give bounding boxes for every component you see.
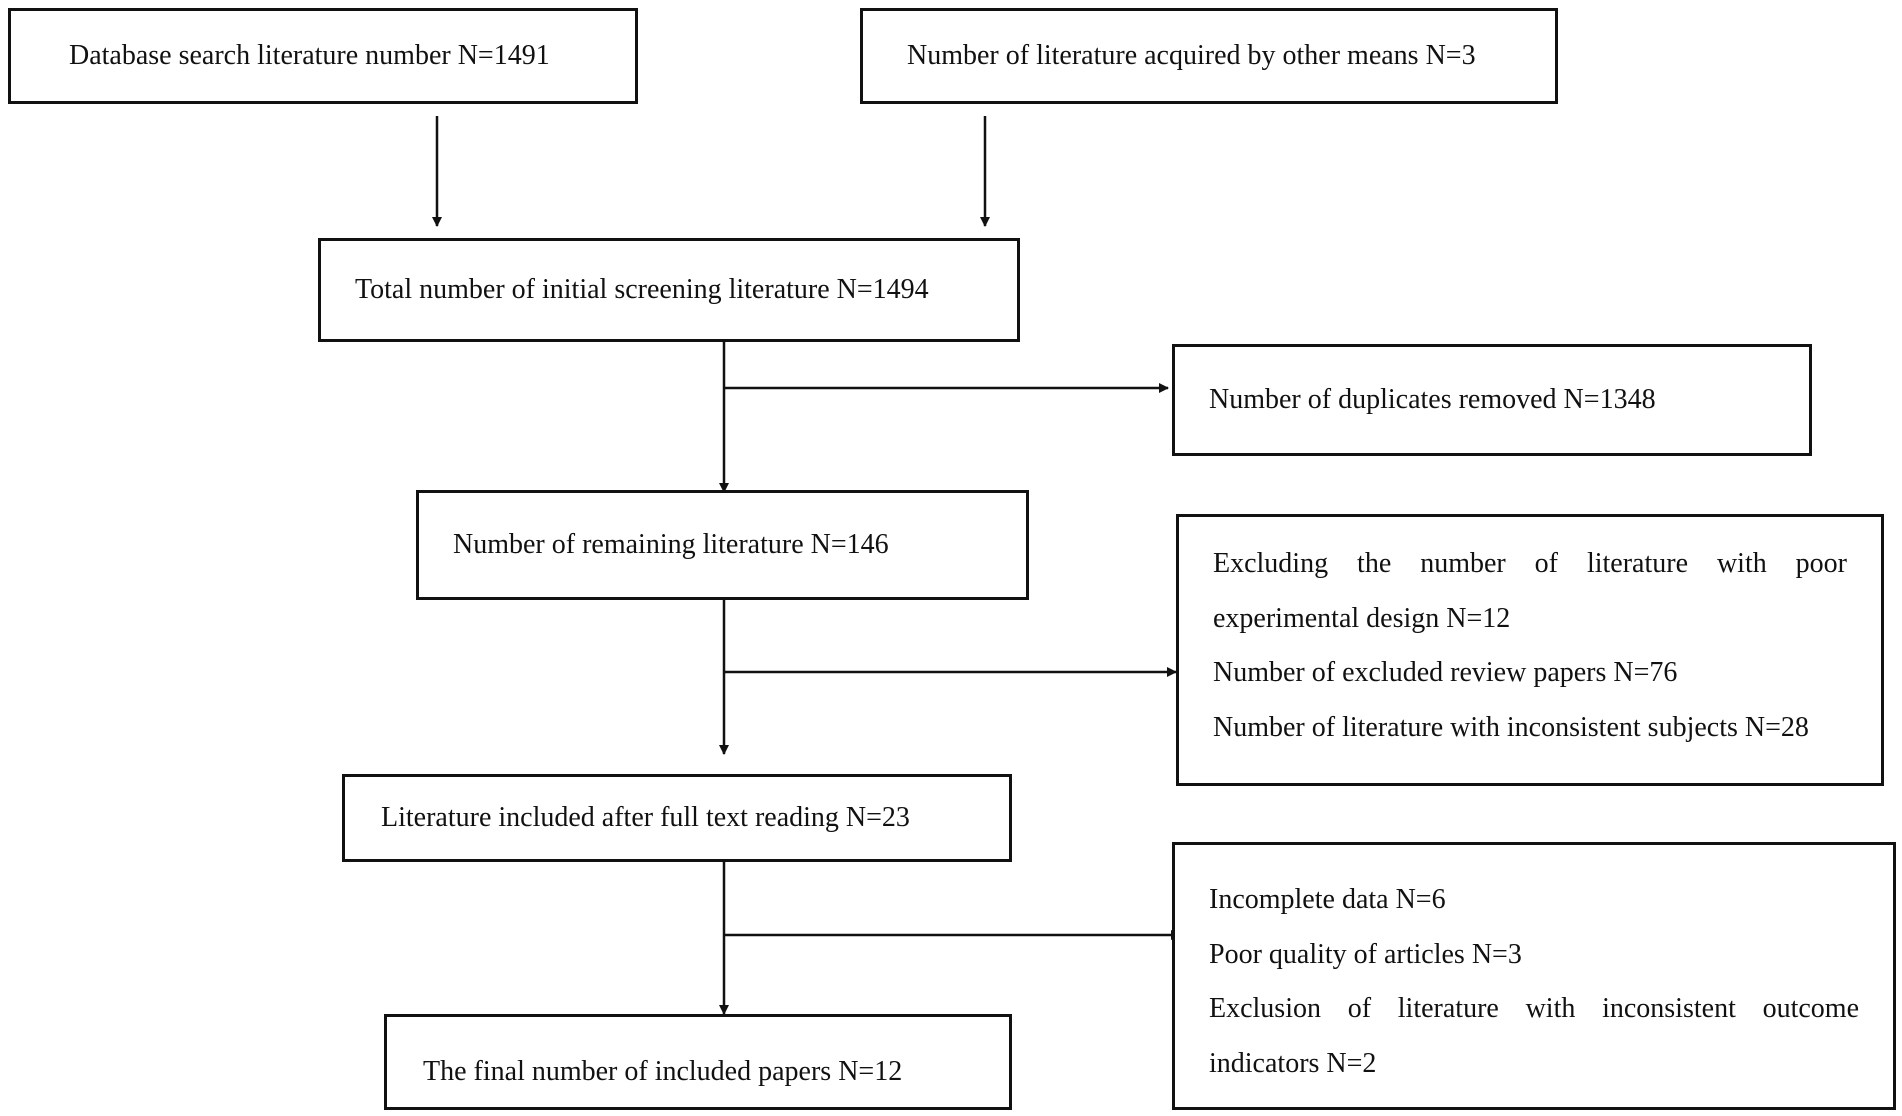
initial-screening-box: Total number of initial screening litera… (318, 238, 1020, 342)
database-search-box: Database search literature number N=1491 (8, 8, 638, 104)
remaining-label: Number of remaining literature N=146 (453, 529, 889, 561)
exclusion-review-papers: Number of excluded review papers N=76 (1213, 657, 1678, 689)
exclusion-incomplete-data: Incomplete data N=6 (1209, 884, 1446, 915)
final-included-label: The final number of included papers N=12 (423, 1056, 903, 1088)
exclusion-inconsistent-subjects: Number of literature with inconsistent s… (1213, 711, 1809, 743)
other-means-box: Number of literature acquired by other m… (860, 8, 1558, 104)
initial-screening-label: Total number of initial screening litera… (355, 274, 929, 306)
full-text-label: Literature included after full text read… (381, 802, 910, 834)
exclusion-poor-quality: Poor quality of articles N=3 (1209, 938, 1522, 970)
exclusion-inconsistent-outcome-line2: indicators N=2 (1209, 1047, 1377, 1079)
exclusion-box-1: Excluding the number of literature with … (1176, 514, 1884, 786)
duplicates-removed-label: Number of duplicates removed N=1348 (1209, 384, 1656, 416)
final-included-box: The final number of included papers N=12 (384, 1014, 1012, 1110)
other-means-label: Number of literature acquired by other m… (907, 40, 1476, 72)
duplicates-removed-box: Number of duplicates removed N=1348 (1172, 344, 1812, 456)
database-search-label: Database search literature number N=1491 (69, 40, 550, 72)
exclusion-inconsistent-outcome-line1: Exclusion of literature with inconsisten… (1209, 993, 1859, 1025)
exclusion-poor-design-line1: Excluding the number of literature with … (1213, 548, 1847, 579)
full-text-box: Literature included after full text read… (342, 774, 1012, 862)
remaining-box: Number of remaining literature N=146 (416, 490, 1029, 600)
exclusion-poor-design-line2: experimental design N=12 (1213, 602, 1511, 634)
exclusion-box-2: Incomplete data N=6 Poor quality of arti… (1172, 842, 1896, 1110)
